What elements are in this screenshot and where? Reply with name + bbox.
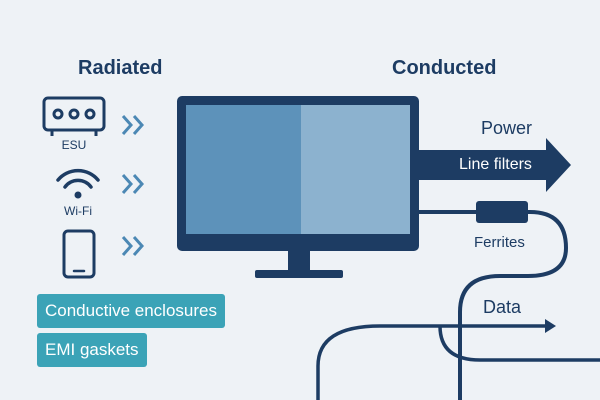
data-branch [438, 325, 600, 362]
ferrite-cable [419, 210, 569, 400]
data-line-curve [316, 324, 545, 400]
radiated-heading: Radiated [78, 57, 163, 79]
chevron-icon [121, 174, 145, 194]
wifi-label: Wi-Fi [64, 204, 92, 218]
chevron-icon [121, 115, 145, 135]
chevron-icon [121, 236, 145, 256]
power-label: Power [481, 118, 533, 138]
esu-label: ESU [61, 138, 87, 152]
data-arrowhead [545, 319, 556, 333]
conducted-heading: Conducted [392, 57, 497, 79]
ferrites-label: Ferrites [474, 234, 525, 251]
emi-gaskets-badge: EMI gaskets [37, 333, 147, 367]
wifi-icon [56, 168, 100, 199]
conductive-enclosures-badge: Conductive enclosures [37, 294, 225, 328]
power-arrow [419, 138, 571, 192]
data-label: Data [483, 297, 522, 317]
smartphone-icon [62, 229, 96, 279]
esu-device-icon [42, 96, 106, 136]
line-filters-label: Line filters [459, 156, 532, 173]
monitor-icon [177, 96, 419, 278]
ferrite-bead-icon [476, 201, 528, 223]
